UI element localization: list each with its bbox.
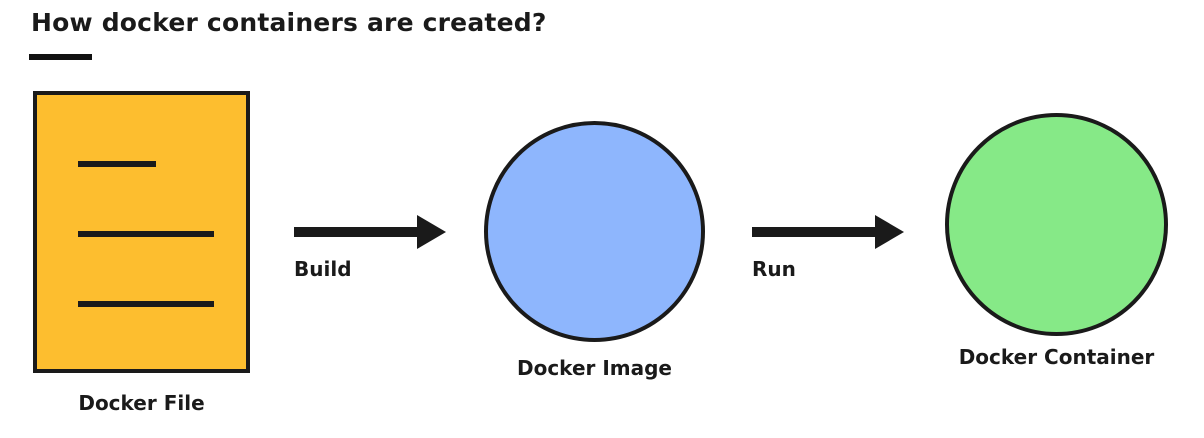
docker-file-label: Docker File xyxy=(78,391,205,415)
docker-container-label: Docker Container xyxy=(958,345,1155,369)
build-edge-label: Build xyxy=(294,257,352,281)
document-line xyxy=(78,301,214,307)
page-title: How docker containers are created? xyxy=(31,8,547,37)
docker-container-circle xyxy=(945,113,1168,336)
title-underline xyxy=(29,54,92,60)
run-arrow-head-icon xyxy=(875,215,904,249)
docker-image-label: Docker Image xyxy=(516,356,672,380)
document-line xyxy=(78,231,214,237)
document-line xyxy=(78,161,156,167)
run-edge-label: Run xyxy=(752,257,796,281)
build-arrow-head-icon xyxy=(417,215,446,249)
docker-image-circle xyxy=(484,121,705,342)
docker-file-icon xyxy=(33,91,250,373)
build-arrow-shaft xyxy=(294,227,419,237)
run-arrow-shaft xyxy=(752,227,877,237)
